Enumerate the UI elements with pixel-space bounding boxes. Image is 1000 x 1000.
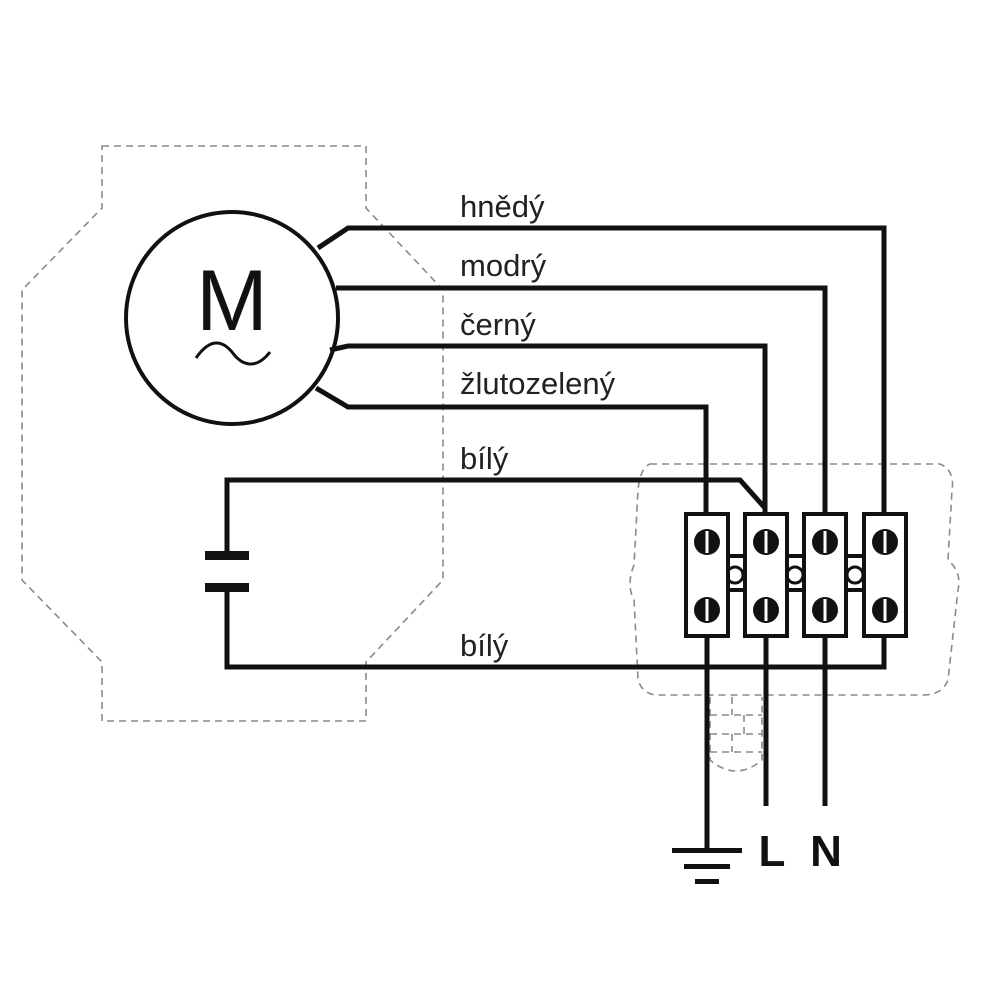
motor-symbol: M	[124, 210, 340, 426]
capacitor-symbol	[205, 551, 249, 592]
label-live: L	[759, 827, 786, 876]
cable-gland	[709, 697, 763, 772]
ground-icon	[672, 848, 742, 884]
wire-white-bottom	[224, 588, 887, 670]
label-white-top: bílý	[460, 441, 509, 476]
terminal-box-outline	[629, 463, 960, 696]
motor-letter: M	[196, 253, 268, 349]
ac-wave-icon	[194, 341, 272, 366]
label-yellow-green: žlutozelený	[460, 366, 616, 401]
motor-circle	[124, 210, 340, 426]
terminal-4	[862, 512, 908, 638]
wire-white-top	[224, 477, 767, 556]
terminal-3	[802, 512, 848, 638]
label-neutral: N	[810, 827, 842, 876]
terminal-2	[743, 512, 789, 638]
wire-yellow-green	[314, 385, 709, 518]
wire-black	[329, 343, 768, 518]
terminal-block	[684, 512, 908, 638]
label-brown: hnědý	[460, 189, 545, 224]
label-white-bottom: bílý	[460, 628, 509, 663]
wire-brown	[316, 225, 887, 518]
terminal-1	[684, 512, 730, 638]
housing-outline	[21, 145, 444, 722]
wire-blue	[336, 285, 828, 518]
label-blue: modrý	[460, 248, 547, 283]
label-black: černý	[460, 307, 536, 342]
